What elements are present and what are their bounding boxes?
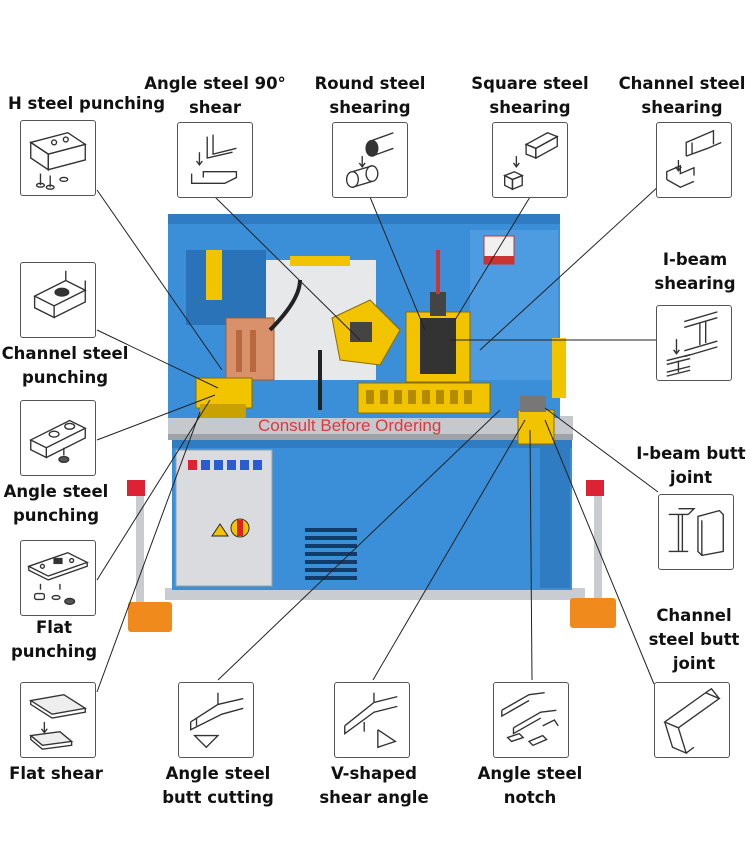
foot-pedal-left bbox=[128, 602, 172, 632]
label-flat-punching: Flat punching bbox=[10, 618, 98, 661]
label-angle-steel-notch: Angle steel notch bbox=[477, 764, 583, 807]
channel-steel-punching-icon bbox=[20, 262, 96, 338]
label-channel-steel-shearing: Channel steel shearing bbox=[618, 74, 746, 117]
flat-punching-icon bbox=[20, 540, 96, 616]
control-buttons bbox=[188, 460, 262, 470]
angle-steel-90-shear-icon bbox=[177, 122, 253, 198]
round-steel-shearing-icon bbox=[332, 122, 408, 198]
channel-steel-butt-joint-icon bbox=[654, 682, 730, 758]
label-flat-shear: Flat shear bbox=[9, 764, 103, 783]
angle-steel-notch-icon bbox=[493, 682, 569, 758]
work-table bbox=[168, 416, 573, 438]
foot-pedal-right bbox=[570, 598, 616, 628]
v-shaped-shear-angle-icon bbox=[334, 682, 410, 758]
watermark-text: Consult Before Ordering bbox=[258, 416, 442, 435]
label-square-steel-shearing: Square steel shearing bbox=[471, 74, 589, 117]
h-steel-punching-icon bbox=[20, 120, 96, 196]
i-beam-butt-joint-icon bbox=[658, 494, 734, 570]
label-channel-steel-butt-joint: Channel steel butt joint bbox=[648, 606, 740, 673]
label-round-steel-shearing: Round steel shearing bbox=[314, 74, 426, 117]
label-v-shaped-shear-angle: V-shaped shear angle bbox=[319, 764, 429, 807]
angle-steel-butt-cutting-icon bbox=[178, 682, 254, 758]
flat-shear-icon bbox=[20, 682, 96, 758]
label-angle-steel-punching: Angle steel punching bbox=[3, 482, 109, 525]
label-i-beam-shearing: I-beam shearing bbox=[654, 250, 736, 293]
angle-steel-punching-icon bbox=[20, 400, 96, 476]
label-angle-steel-90-shear: Angle steel 90° shear bbox=[144, 74, 286, 117]
square-steel-shearing-icon bbox=[492, 122, 568, 198]
control-panel bbox=[175, 449, 273, 587]
label-channel-steel-punching: Channel steel punching bbox=[1, 344, 129, 387]
label-i-beam-butt-joint: I-beam butt joint bbox=[636, 444, 746, 487]
channel-steel-shearing-icon bbox=[656, 122, 732, 198]
label-angle-steel-butt-cutting: Angle steel butt cutting bbox=[162, 764, 274, 807]
vent-grille bbox=[305, 528, 357, 580]
i-beam-shearing-icon bbox=[656, 305, 732, 381]
label-h-steel-punching: H steel punching bbox=[8, 94, 166, 113]
